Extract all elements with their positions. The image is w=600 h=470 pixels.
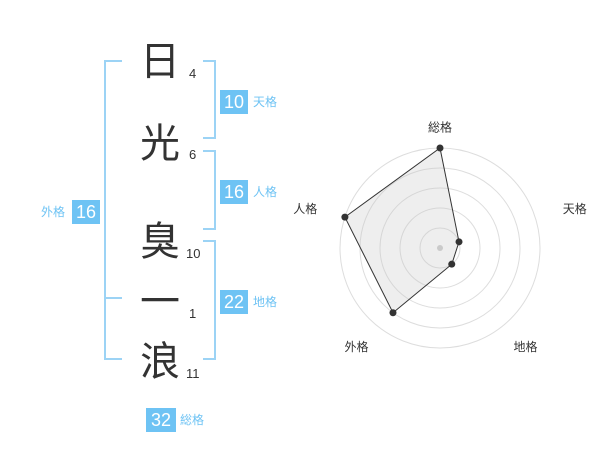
radar-point-2 bbox=[455, 238, 463, 246]
soukaku-value: 32 bbox=[146, 408, 176, 432]
tenkaku-label: 天格 bbox=[253, 95, 278, 109]
chikaku-value: 22 bbox=[220, 290, 248, 314]
soukaku-label: 総格 bbox=[180, 413, 205, 427]
name-char-2: 光 bbox=[140, 121, 180, 167]
radar-axis-label-2: 天格 bbox=[563, 201, 587, 216]
gaikaku-value: 16 bbox=[72, 200, 100, 224]
name-char-3: 臭 bbox=[140, 219, 180, 265]
radar-point-3 bbox=[448, 260, 456, 268]
gaikaku-divider bbox=[104, 297, 122, 299]
stroke-count-3: 10 bbox=[186, 246, 201, 261]
radar-axis-label-1: 総格 bbox=[428, 120, 452, 135]
gaikaku-bracket bbox=[104, 60, 122, 360]
stroke-count-1: 4 bbox=[189, 66, 197, 81]
chikaku-label: 地格 bbox=[253, 295, 278, 309]
radar-axis-label-4: 外格 bbox=[345, 339, 369, 354]
tenkaku-value: 10 bbox=[220, 90, 248, 114]
radar-ring-3 bbox=[379, 187, 501, 309]
name-char-5: 浪 bbox=[140, 339, 180, 385]
stroke-count-4: 1 bbox=[189, 306, 197, 321]
radar-ring-1 bbox=[419, 227, 461, 269]
radar-ring-2 bbox=[399, 207, 481, 289]
name-char-4: 一 bbox=[140, 279, 180, 325]
stroke-count-5: 11 bbox=[186, 366, 200, 381]
name-char-1: 日 bbox=[140, 39, 180, 85]
radar-center-dot bbox=[437, 245, 443, 251]
tenkaku-bracket bbox=[203, 60, 216, 139]
radar-point-4 bbox=[389, 309, 397, 317]
chikaku-bracket bbox=[203, 240, 216, 360]
gaikaku-label: 外格 bbox=[41, 205, 66, 219]
jinkaku-label: 人格 bbox=[253, 185, 278, 199]
jinkaku-value: 16 bbox=[220, 180, 248, 204]
radar-value-polygon bbox=[344, 147, 460, 314]
jinkaku-bracket bbox=[203, 150, 216, 230]
radar-axis-label-3: 地格 bbox=[513, 339, 537, 354]
stroke-count-2: 6 bbox=[189, 147, 197, 162]
radar-point-1 bbox=[436, 144, 444, 152]
radar-point-5 bbox=[341, 213, 349, 221]
radar-axis-label-5: 人格 bbox=[293, 201, 317, 216]
